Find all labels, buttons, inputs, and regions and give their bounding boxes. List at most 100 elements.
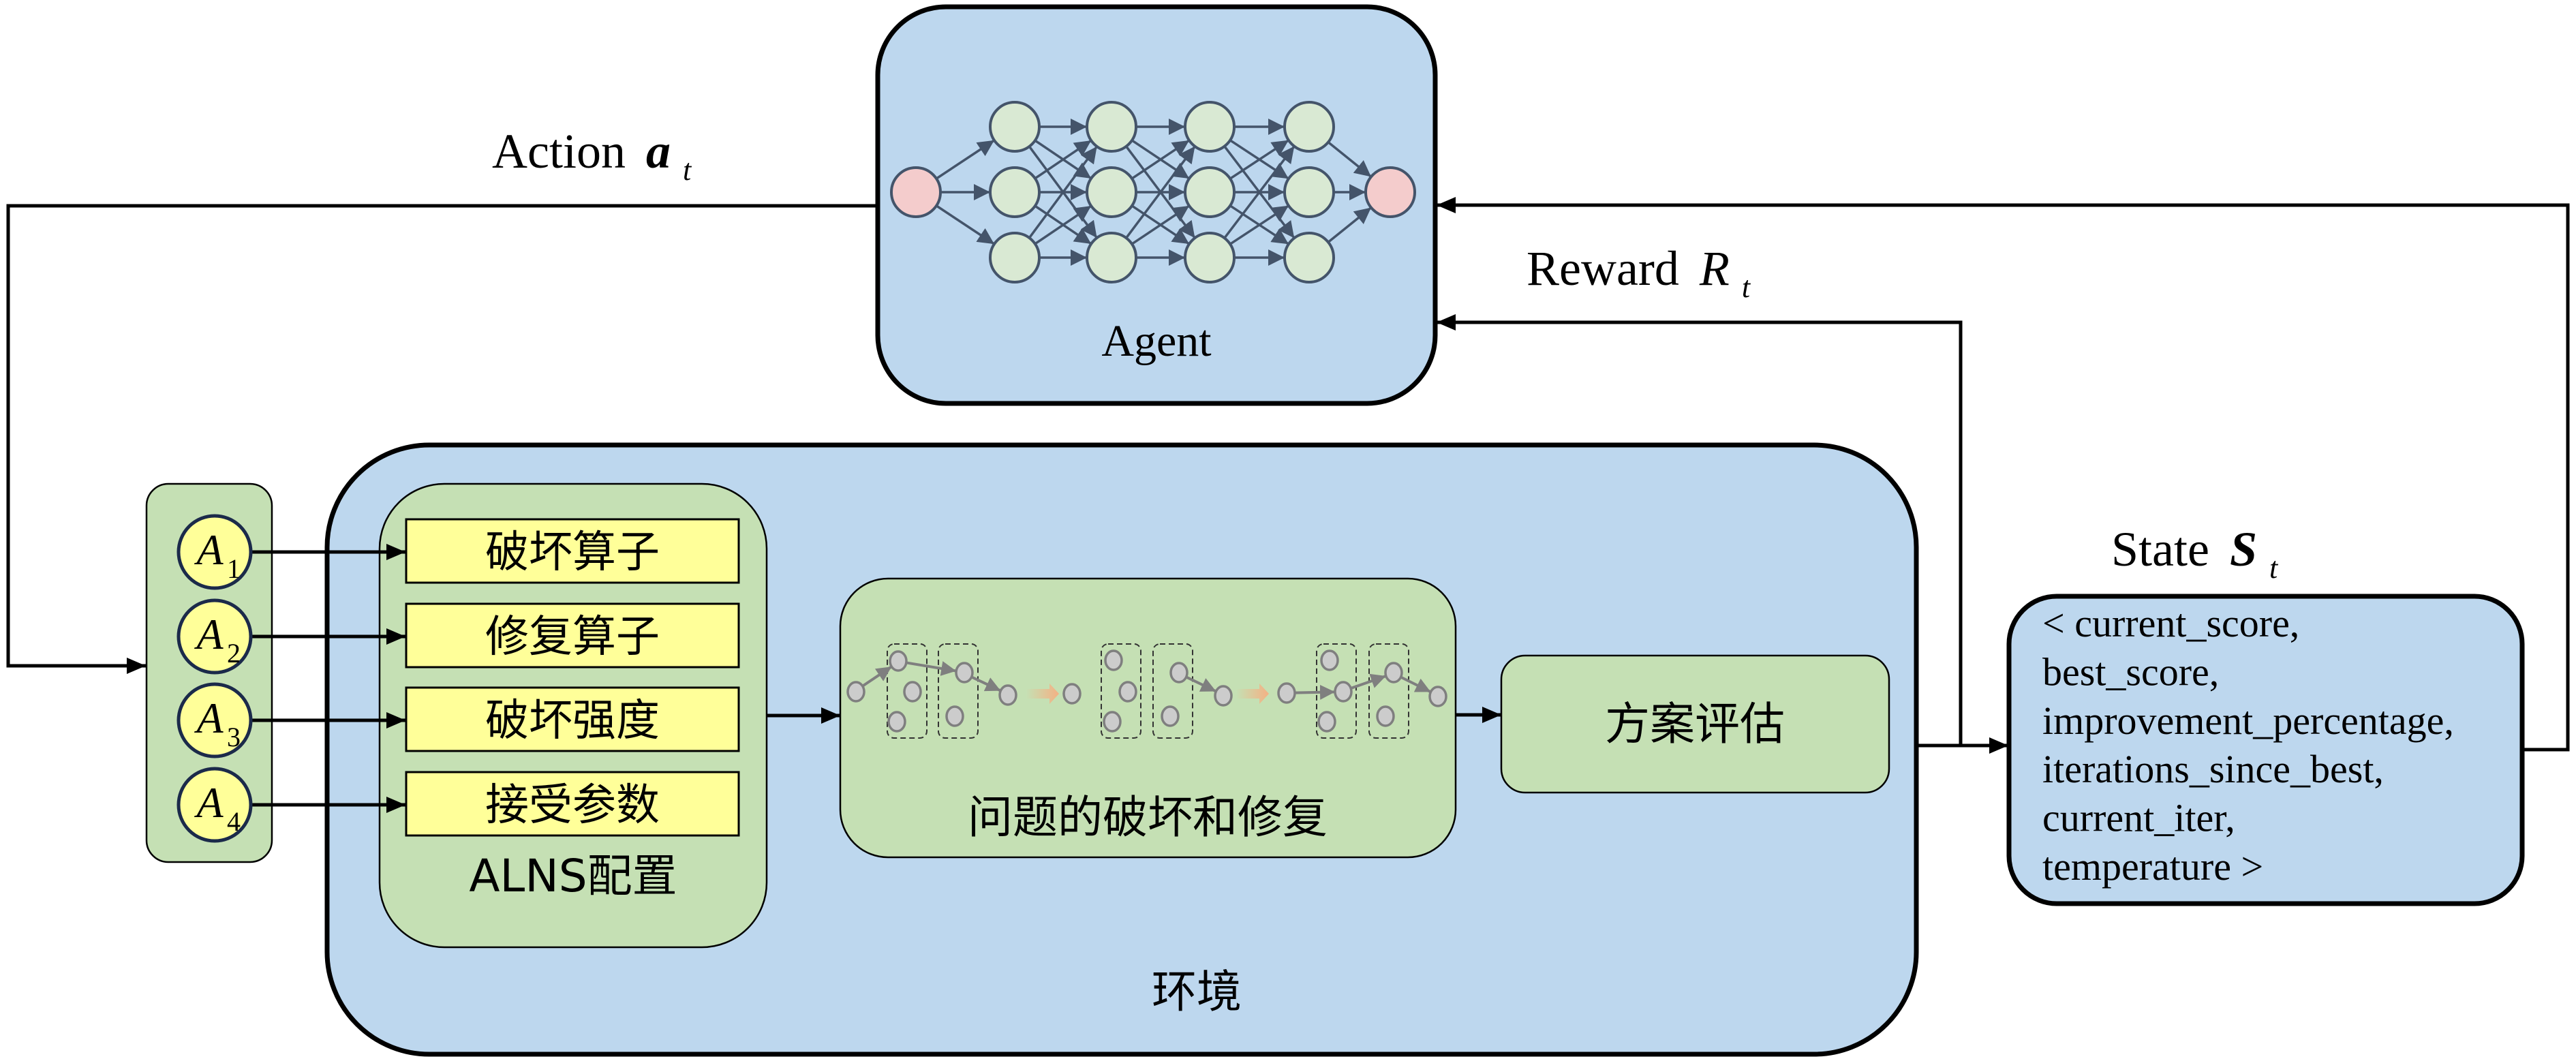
nn-edge — [936, 204, 995, 245]
solution-stage-2 — [1062, 643, 1233, 739]
route-node — [945, 705, 964, 727]
route-node — [1161, 705, 1180, 727]
candidate-group-box — [1101, 643, 1141, 739]
nn-output-node — [1364, 166, 1416, 218]
environment-label: 环境 — [1152, 966, 1242, 1018]
state-feedback-line — [1437, 197, 2570, 752]
nn-hidden-node — [1283, 232, 1335, 283]
operator-box[interactable] — [405, 518, 740, 584]
route-edge — [861, 665, 893, 688]
route-node — [1376, 705, 1395, 727]
alns-config-label: ALNS配置 — [469, 850, 677, 902]
nn-hidden-node — [989, 232, 1041, 283]
solution-stage-3 — [1277, 643, 1447, 739]
state-feature: improvement_percentage, — [2042, 699, 2454, 743]
nn-hidden-node — [1184, 232, 1236, 283]
transition-arrow-icon — [1026, 684, 1059, 704]
reward-line — [1437, 314, 1963, 746]
action-line — [6, 204, 877, 674]
nn-hidden-node — [1184, 101, 1236, 153]
candidate-group-box — [1152, 643, 1193, 739]
nn-hidden-node — [1086, 232, 1137, 283]
operator-box[interactable] — [405, 686, 740, 752]
nn-edge — [1131, 204, 1191, 245]
route-node — [1317, 711, 1336, 733]
action-subscript: 2 — [227, 638, 241, 669]
nn-edge — [1327, 206, 1373, 243]
agent-box[interactable]: Agent — [875, 4, 1438, 406]
route-edge — [906, 661, 957, 676]
route-edge — [1185, 675, 1217, 693]
destroy-repair-label: 问题的破坏和修复 — [968, 791, 1328, 844]
route-edge — [1400, 675, 1432, 694]
route-node — [1062, 683, 1082, 705]
nn-hidden-node — [1086, 101, 1137, 153]
evaluation-label: 方案评估 — [1605, 698, 1785, 750]
destroy-repair-box[interactable]: 问题的破坏和修复 — [839, 577, 1457, 859]
action-symbol: A — [194, 610, 224, 658]
action-circle[interactable] — [177, 767, 253, 843]
operator-box[interactable] — [405, 771, 740, 837]
route-edge — [1350, 673, 1387, 690]
action-circle[interactable] — [177, 598, 253, 675]
route-node — [1104, 649, 1123, 671]
action-symbol: A — [194, 525, 224, 574]
reward-label: Reward R t — [1527, 241, 1751, 304]
route-node — [846, 681, 865, 703]
operator-label: 修复算子 — [485, 612, 660, 662]
nn-edge — [1223, 145, 1295, 239]
agent-label: Agent — [1101, 316, 1211, 366]
state-feature: iterations_since_best, — [2042, 747, 2384, 791]
connector-lines — [6, 197, 2570, 754]
route-edge — [970, 675, 1002, 692]
operator-item[interactable]: 破坏强度 — [405, 686, 740, 752]
candidate-group-box — [887, 643, 927, 739]
route-node — [1214, 685, 1233, 707]
evaluation-box[interactable]: 方案评估 — [1500, 654, 1890, 794]
route-node — [887, 711, 906, 733]
action-label: Action a t — [492, 124, 692, 187]
neural-network — [890, 101, 1416, 283]
state-feature: best_score, — [2042, 649, 2219, 694]
candidate-group-box — [938, 643, 979, 739]
route-node — [1169, 662, 1189, 684]
action-circle[interactable] — [177, 514, 253, 590]
state-feature: < current_score, — [2042, 601, 2299, 645]
nn-edge — [1327, 141, 1373, 178]
operator-item[interactable]: 接受参数 — [405, 771, 740, 837]
operator-item[interactable]: 破坏算子 — [405, 518, 740, 584]
route-node — [955, 662, 974, 684]
state-vector: < current_score,best_score, improvement_p… — [2042, 601, 2454, 889]
route-node — [1320, 649, 1339, 671]
state-box[interactable]: < current_score,best_score, improvement_p… — [2006, 594, 2525, 906]
state-feature: current_iter, — [2042, 796, 2235, 840]
nn-input-node — [890, 166, 942, 218]
operator-box[interactable] — [405, 602, 740, 669]
route-node — [1103, 711, 1122, 733]
operator-label: 破坏强度 — [485, 696, 660, 746]
nn-edge — [1028, 145, 1099, 239]
nn-hidden-node — [1184, 166, 1236, 218]
route-node — [1277, 682, 1296, 704]
action-subscript: 1 — [227, 553, 241, 584]
nn-hidden-node — [989, 101, 1041, 153]
route-node — [1118, 681, 1137, 703]
nn-edge — [1034, 204, 1092, 245]
route-node — [1428, 686, 1447, 707]
route-node — [889, 650, 908, 672]
nn-hidden-node — [1283, 166, 1335, 218]
action-symbol: A — [194, 694, 224, 742]
transition-arrow-icon — [1236, 684, 1269, 704]
nn-hidden-node — [1283, 101, 1335, 153]
action-subscript: 3 — [227, 722, 241, 752]
action-circle[interactable] — [177, 682, 253, 758]
nn-edge — [1125, 145, 1196, 239]
nn-edge — [936, 139, 995, 180]
operator-item[interactable]: 修复算子 — [405, 602, 740, 669]
